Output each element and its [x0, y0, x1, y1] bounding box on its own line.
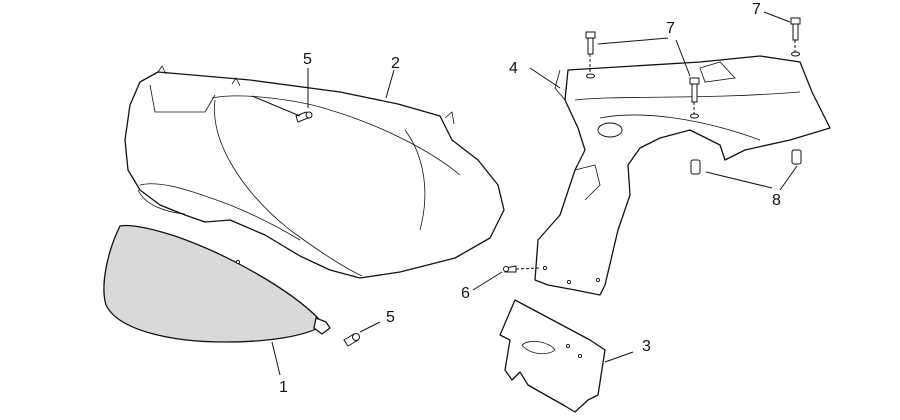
callout-4: 4: [509, 60, 518, 77]
callout-2: 2: [391, 55, 400, 72]
callout-8: 8: [772, 192, 781, 209]
part-3-lower-plate: [499, 299, 606, 413]
part-4-bracket: [534, 55, 831, 296]
screw-6: [503, 265, 517, 273]
callout-3: 3: [642, 338, 651, 355]
callout-5-upper: 5: [303, 51, 312, 68]
screw-5-upper: [295, 111, 313, 123]
callout-7-right: 7: [752, 1, 761, 18]
callout-5-lower: 5: [386, 309, 395, 326]
part-2-side-cover: [124, 65, 505, 279]
part-1-lens-panel: [103, 224, 331, 343]
leader-lines: [251, 11, 798, 376]
screw-5-lower: [343, 333, 360, 347]
spacer-8-right: [791, 149, 802, 165]
callout-1: 1: [279, 379, 288, 396]
bolt-7-left: [585, 31, 596, 79]
spacer-8-left: [690, 159, 701, 175]
callout-6: 6: [461, 285, 470, 302]
callout-7-middle: 7: [666, 20, 675, 37]
